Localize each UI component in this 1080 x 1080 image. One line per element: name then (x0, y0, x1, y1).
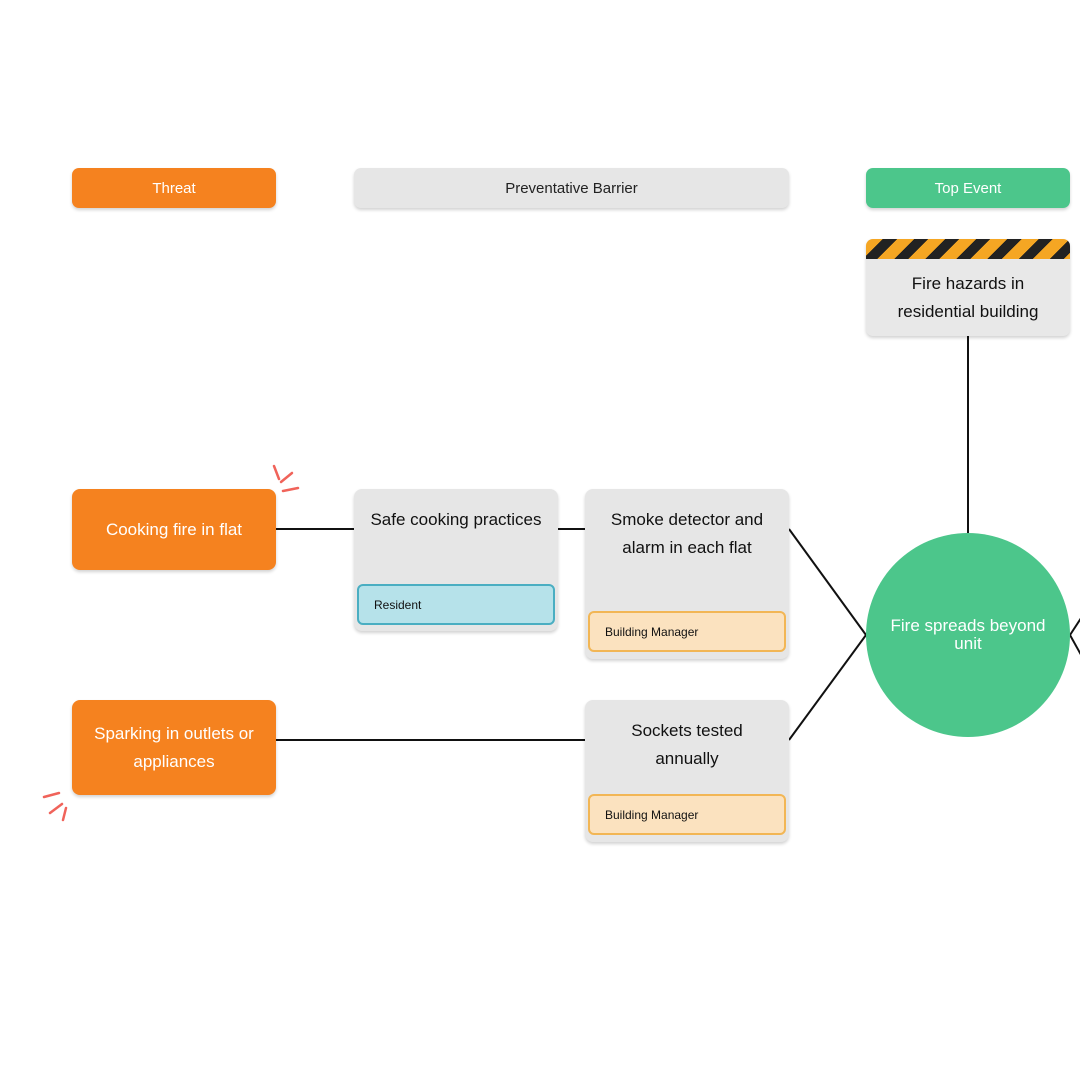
top-event-column-header: Top Event (866, 168, 1070, 208)
hazard-stripe-banner (866, 239, 1070, 259)
barrier-column-header: Preventative Barrier (354, 168, 789, 208)
threat-node-sparking[interactable]: Sparking in outlets or appliances (72, 700, 276, 795)
spark-icon (272, 464, 300, 493)
hazard-label: Fire hazards in residential building (897, 273, 1039, 321)
barrier-owner-tag: Resident (357, 584, 555, 625)
connector-barrier2-topevent (788, 528, 867, 636)
threat-node-cooking-fire[interactable]: Cooking fire in flat (72, 489, 276, 570)
barrier-label: Sockets tested annually (631, 721, 743, 768)
barrier-node-sockets-tested[interactable]: Sockets tested annually Building Manager (585, 700, 789, 842)
barrier-label: Safe cooking practices (370, 510, 542, 529)
spark-icon (42, 791, 68, 822)
connector-topevent-right-up (1069, 617, 1080, 636)
connector-topevent-right-down (1069, 634, 1080, 656)
barrier-owner-tag: Building Manager (588, 794, 786, 835)
barrier-node-safe-cooking[interactable]: Safe cooking practices Resident (354, 489, 558, 631)
threat-column-header: Threat (72, 168, 276, 208)
top-event-node[interactable]: Fire spreads beyond unit (866, 533, 1070, 737)
connector-barrier3-topevent (788, 634, 867, 741)
hazard-card[interactable]: Fire hazards in residential building (866, 239, 1070, 336)
barrier-owner-tag: Building Manager (588, 611, 786, 652)
barrier-node-smoke-detector[interactable]: Smoke detector and alarm in each flat Bu… (585, 489, 789, 659)
barrier-label: Smoke detector and alarm in each flat (610, 510, 764, 557)
